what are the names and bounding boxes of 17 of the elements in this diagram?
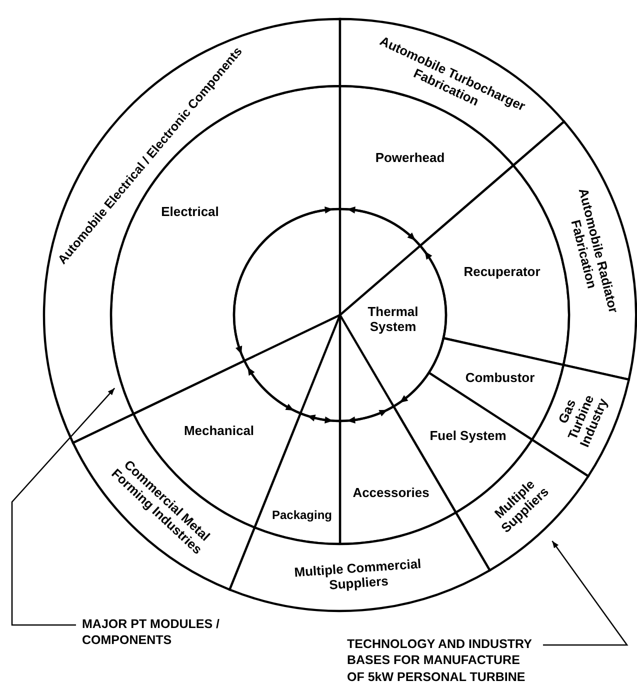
sector-label: Packaging bbox=[272, 509, 332, 523]
sector-label: Multiple Commercial Suppliers bbox=[292, 556, 423, 594]
sector-label: Mechanical bbox=[184, 424, 254, 438]
sector-label: Powerhead bbox=[375, 150, 445, 166]
circle-label: Thermal System bbox=[366, 305, 420, 335]
leader-arrow bbox=[543, 540, 628, 646]
sector-label: Accessories bbox=[352, 486, 430, 500]
leader-arrow bbox=[11, 388, 116, 626]
ring-sector bbox=[338, 405, 457, 546]
sector-label: Fuel System bbox=[430, 428, 506, 444]
sector-label: Recuperator bbox=[464, 264, 540, 280]
sector-label: Electrical bbox=[161, 204, 219, 220]
callout-text: TECHNOLOGY AND INDUSTRY BASES FOR MANUFACTURE OF 5kW PERSONAL TURBINE bbox=[347, 636, 537, 685]
sector-label: Combustor bbox=[465, 370, 535, 386]
callout-text: MAJOR PT MODULES / COMPONENTS bbox=[82, 616, 267, 648]
thermal-system-circle bbox=[232, 206, 448, 424]
ring-sector bbox=[338, 18, 566, 166]
